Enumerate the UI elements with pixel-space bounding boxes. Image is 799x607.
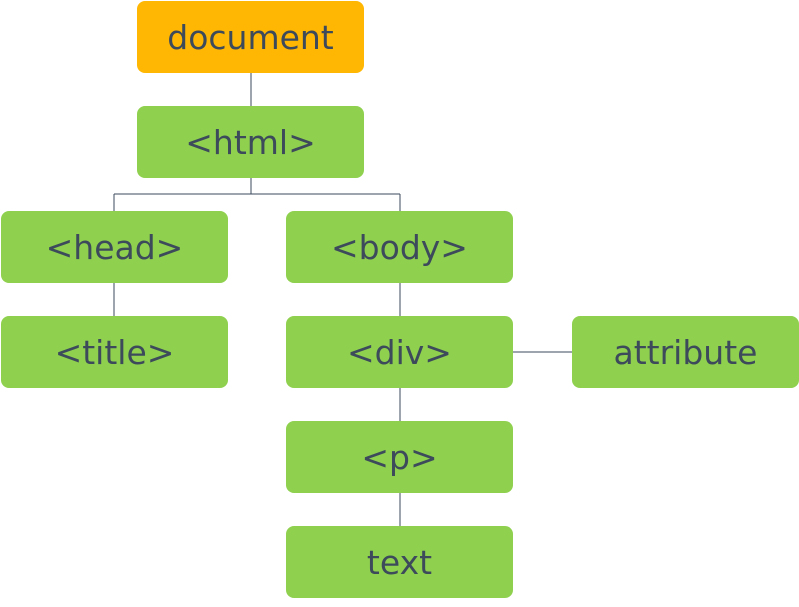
node-label: attribute — [613, 332, 758, 372]
node-body: <body> — [286, 211, 513, 283]
node-label: <html> — [185, 122, 316, 162]
node-label: document — [167, 17, 334, 57]
node-html: <html> — [137, 106, 364, 178]
node-p: <p> — [286, 421, 513, 493]
node-label: <div> — [347, 332, 452, 372]
node-div: <div> — [286, 316, 513, 388]
node-label: text — [366, 542, 433, 582]
node-label: <body> — [331, 227, 468, 267]
node-attribute: attribute — [572, 316, 799, 388]
node-title: <title> — [1, 316, 228, 388]
node-label: <head> — [45, 227, 184, 267]
node-document: document — [137, 1, 364, 73]
node-label: <title> — [54, 332, 175, 372]
node-label: <p> — [361, 437, 438, 477]
node-head: <head> — [1, 211, 228, 283]
node-text: text — [286, 526, 513, 598]
